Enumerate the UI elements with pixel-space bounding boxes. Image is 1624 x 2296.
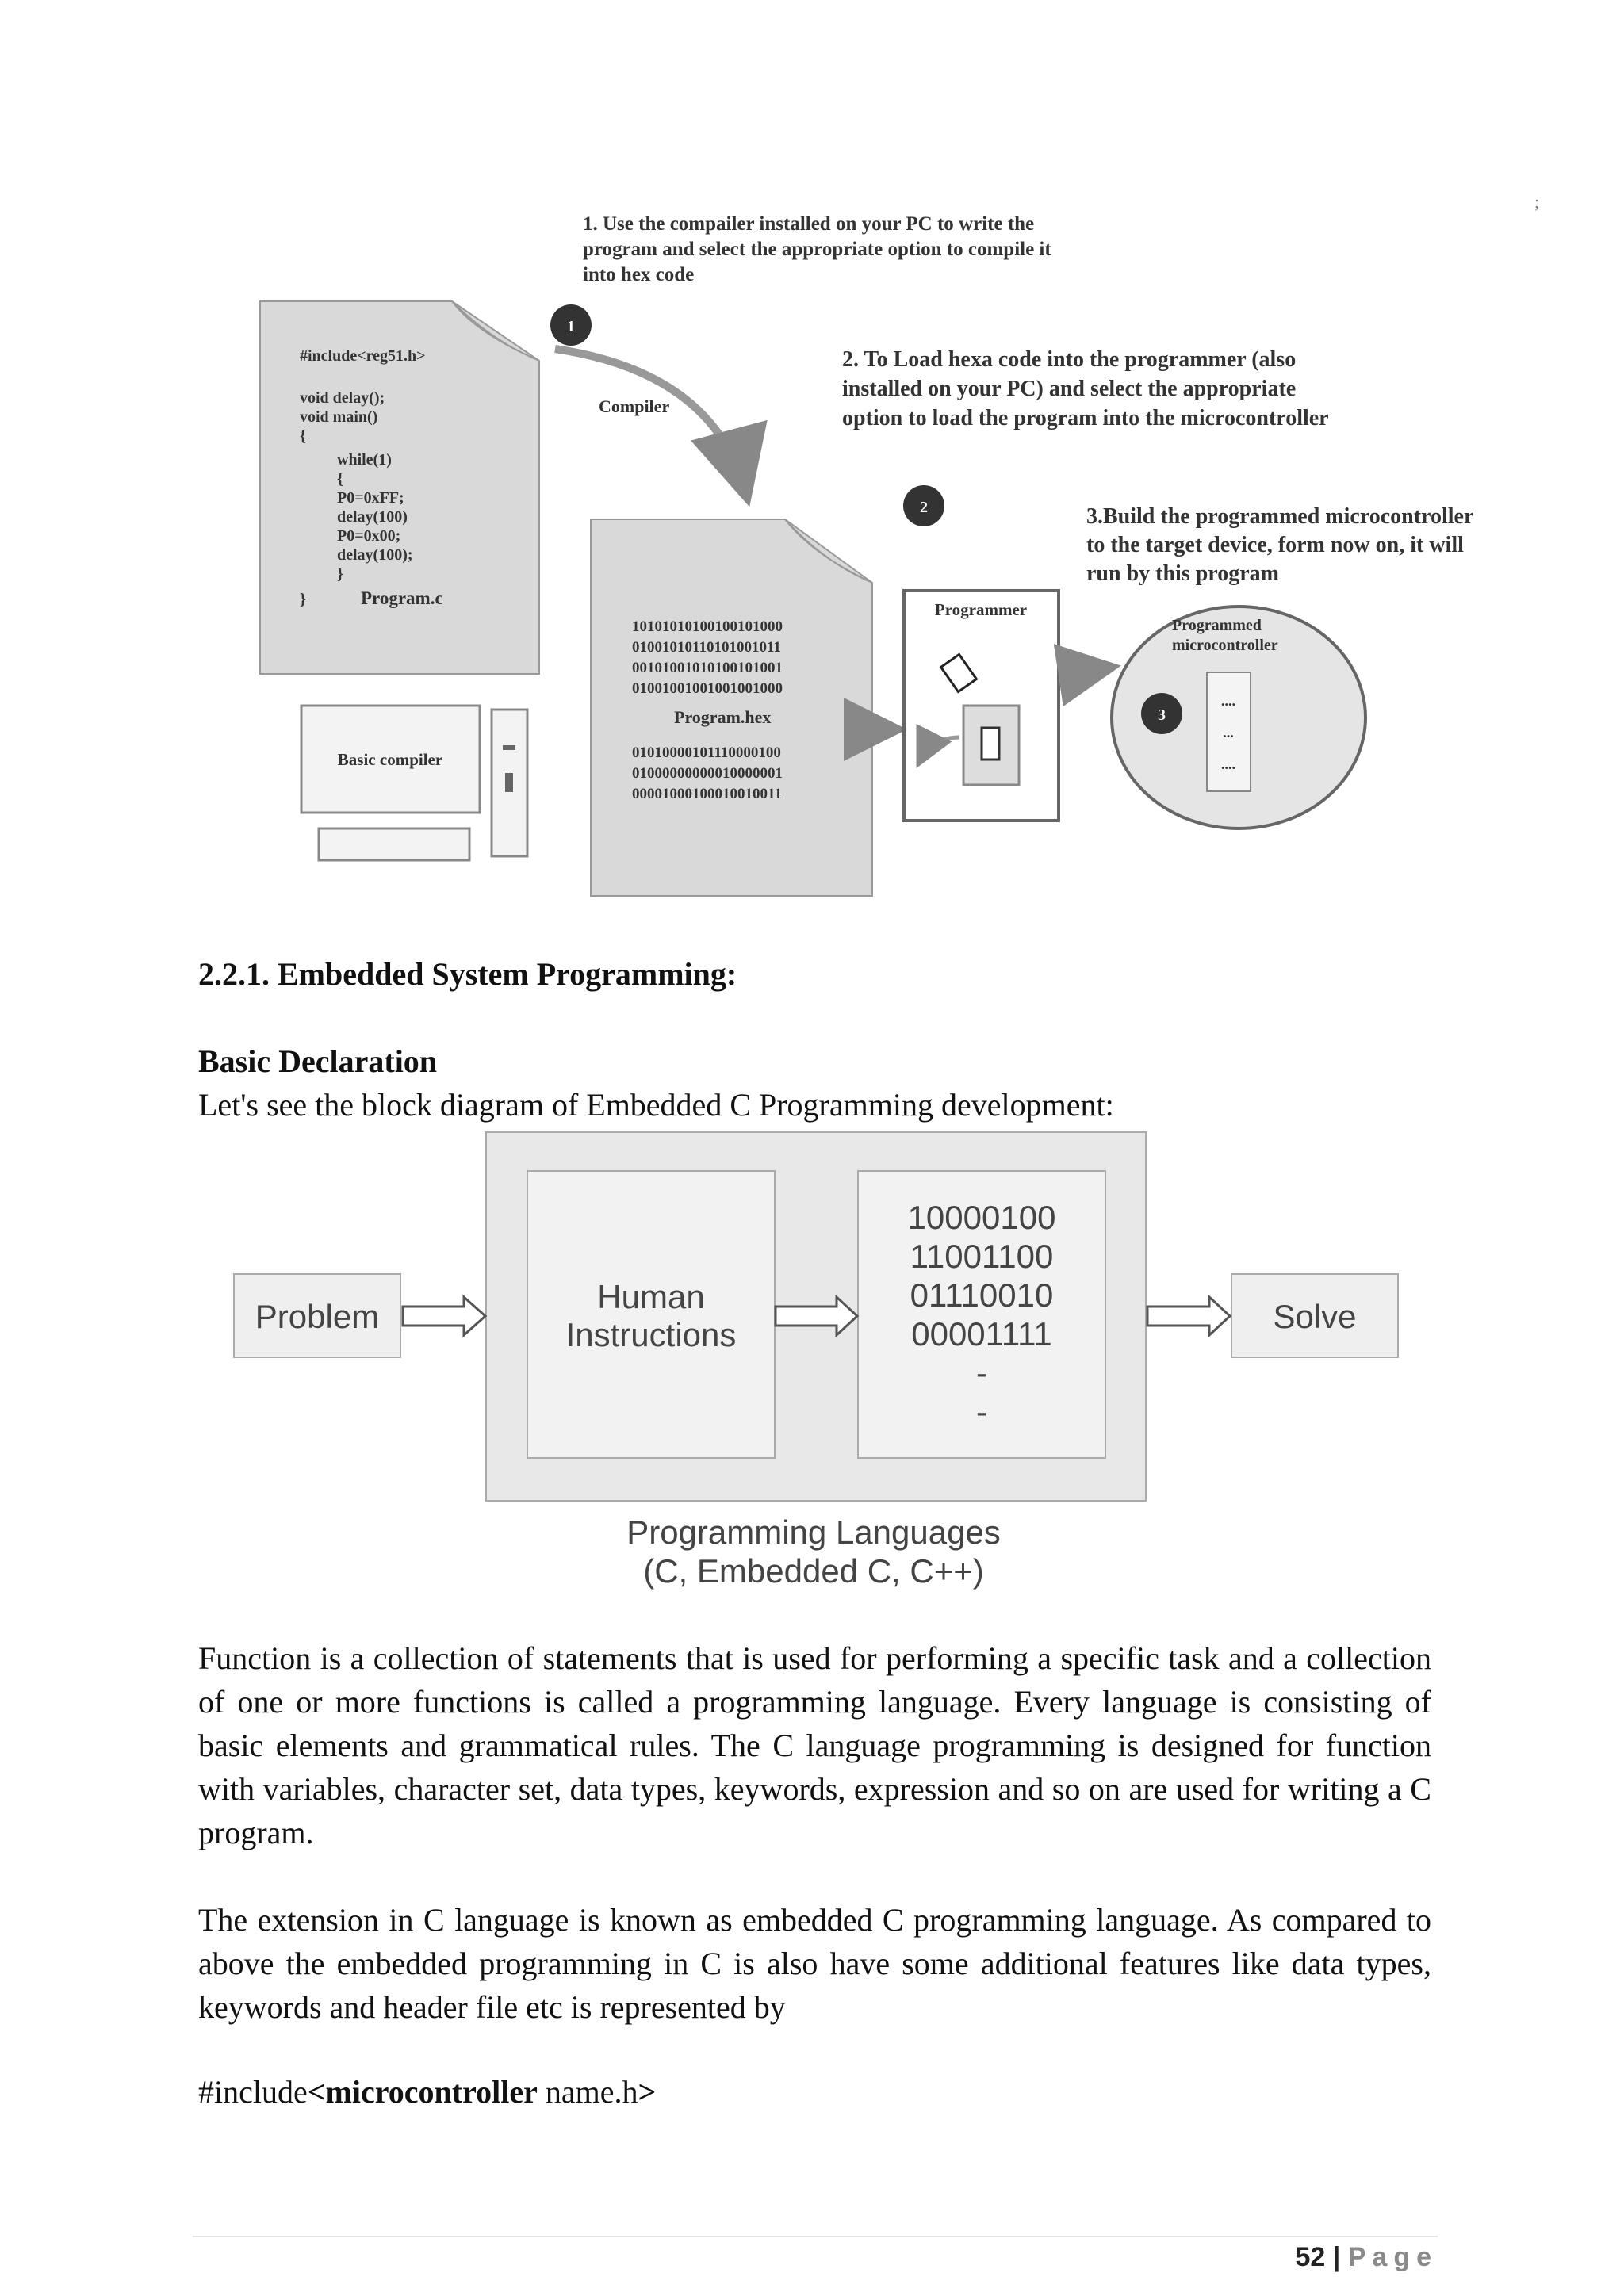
svg-text:{: { [337, 470, 343, 488]
paragraph-1: Function is a collection of statements t… [198, 1640, 1431, 1850]
stray-mark: ; [1534, 192, 1539, 212]
human-label-line1: Human [597, 1278, 704, 1315]
include-bold-part: <microcontroller [307, 2074, 538, 2110]
problem-label: Problem [255, 1298, 379, 1335]
include-directive: #include [198, 2074, 308, 2110]
compile-flow-figure: 1. Use the compailer installed on your P… [259, 192, 1539, 897]
include-close: > [638, 2074, 657, 2110]
binary-line-4: 00001111 [911, 1315, 1052, 1353]
caption-line2: (C, Embedded C, C++) [643, 1552, 984, 1590]
svg-text:P0=0xFF;: P0=0xFF; [337, 489, 404, 507]
footer-rule [193, 2236, 1438, 2237]
svg-text:into hex code: into hex code [583, 264, 694, 285]
svg-text:3.Build the programmed microco: 3.Build the programmed microcontroller [1086, 504, 1473, 529]
svg-text:{: { [300, 427, 306, 445]
sub-heading: Basic Declaration [198, 1043, 438, 1079]
svg-text:10101010100100101000: 10101010100100101000 [632, 618, 783, 635]
solve-box [1231, 1273, 1399, 1358]
include-line: #include<microcontroller name.h> [198, 2073, 656, 2110]
section-heading: 2.2.1. Embedded System Programming: [198, 956, 737, 992]
svg-text:Basic compiler: Basic compiler [338, 750, 442, 769]
svg-text:2. To Load hexa code into the: 2. To Load hexa code into the programmer… [842, 347, 1296, 372]
intro-text: Let's see the block diagram of Embedded … [198, 1087, 1114, 1123]
svg-text:delay(100);: delay(100); [337, 546, 413, 564]
svg-text:Programmer: Programmer [935, 600, 1027, 619]
human-label-line2: Instructions [566, 1316, 737, 1353]
arrow-human-to-machine [774, 1294, 860, 1338]
binary-line-2: 11001100 [910, 1238, 1054, 1275]
svg-text:to the target device, form now: to the target device, form now on, it wi… [1086, 533, 1464, 557]
caption-line1: Programming Languages [626, 1513, 1001, 1551]
svg-text:option to load the program int: option to load the program into the micr… [842, 406, 1329, 430]
svg-text:....: .... [1221, 756, 1235, 772]
svg-text:P0=0x00;: P0=0x00; [337, 527, 400, 545]
program-c-label: Program.c [361, 588, 443, 608]
svg-text:00001000100010010011: 00001000100010010011 [632, 786, 782, 802]
program-hex-label: Program.hex [674, 707, 771, 727]
svg-text:1: 1 [567, 318, 575, 335]
compiler-label: Compiler [599, 396, 669, 416]
solve-label: Solve [1273, 1298, 1356, 1335]
compiler-arrow [554, 345, 768, 507]
step1-caption: 1. Use the compailer installed on your P… [583, 213, 1051, 285]
step2-caption: 2. To Load hexa code into the programmer… [842, 347, 1329, 430]
binary-line-5: - [976, 1354, 987, 1391]
basic-compiler-device: Basic compiler [300, 704, 529, 862]
svg-text:program and select the appropr: program and select the appropriate optio… [583, 239, 1051, 260]
svg-text:1. Use the compailer installed: 1. Use the compailer installed on your P… [583, 213, 1034, 235]
program-hex-document: 10101010100100101000 0100101011010100101… [590, 519, 873, 897]
block-diagram: Problem Solve Human Instructions 1000010… [233, 1131, 1399, 1590]
programmer-device: Programmer [902, 589, 1060, 822]
build-arrow [1053, 644, 1121, 707]
page-footer: 52 | Page [1295, 2242, 1438, 2273]
svg-text:2: 2 [920, 499, 928, 516]
svg-text:installed on your PC) and sele: installed on your PC) and select the app… [842, 377, 1296, 401]
page-word: Page [1347, 2242, 1438, 2272]
page-separator: | [1332, 2242, 1341, 2272]
binary-line-6: - [976, 1393, 987, 1430]
svg-text:01010000101110000100: 01010000101110000100 [632, 744, 781, 761]
page-number: 52 [1295, 2242, 1326, 2272]
svg-text:delay(100): delay(100) [337, 508, 408, 526]
arrow-problem-to-human [401, 1294, 488, 1338]
machine-code-box [857, 1170, 1106, 1459]
svg-text:}: } [337, 565, 343, 583]
svg-text:void main(): void main() [300, 408, 377, 426]
paragraph-2: The extension in C language is known as … [198, 1902, 1431, 2025]
svg-text:01001010110101001011: 01001010110101001011 [632, 639, 781, 656]
program-c-document: #include<reg51.h> void delay(); void mai… [259, 300, 540, 675]
include-suffix: name.h [537, 2074, 638, 2110]
svg-text:}: } [300, 591, 306, 608]
svg-text:...: ... [1223, 725, 1234, 740]
svg-text:....: .... [1221, 693, 1235, 709]
step1-badge: 1 [550, 304, 592, 346]
step3-caption: 3.Build the programmed microcontroller t… [1086, 504, 1473, 586]
binary-line-1: 10000100 [908, 1199, 1056, 1236]
svg-text:3: 3 [1158, 706, 1166, 724]
svg-text:microcontroller: microcontroller [1172, 637, 1278, 654]
programmed-microcontroller: Programmed microcontroller .... ... .... [1110, 605, 1367, 830]
svg-text:00101001010100101001: 00101001010100101001 [632, 660, 783, 676]
svg-text:while(1): while(1) [337, 451, 392, 469]
problem-box [233, 1273, 401, 1358]
binary-line-3: 01110010 [910, 1276, 1054, 1314]
svg-text:#include<reg51.h>: #include<reg51.h> [300, 347, 426, 365]
svg-text:void delay();: void delay(); [300, 389, 385, 407]
svg-text:Programmed: Programmed [1172, 617, 1262, 634]
step2-badge: 2 [903, 485, 944, 526]
arrow-machine-to-solve [1146, 1294, 1232, 1338]
svg-text:01000000000010000001: 01000000000010000001 [632, 765, 783, 782]
human-instructions-box [527, 1170, 776, 1459]
svg-text:run by this program: run by this program [1086, 561, 1279, 586]
svg-text:01001001001001001000: 01001001001001001000 [632, 680, 783, 697]
step3-badge: 3 [1141, 693, 1182, 734]
